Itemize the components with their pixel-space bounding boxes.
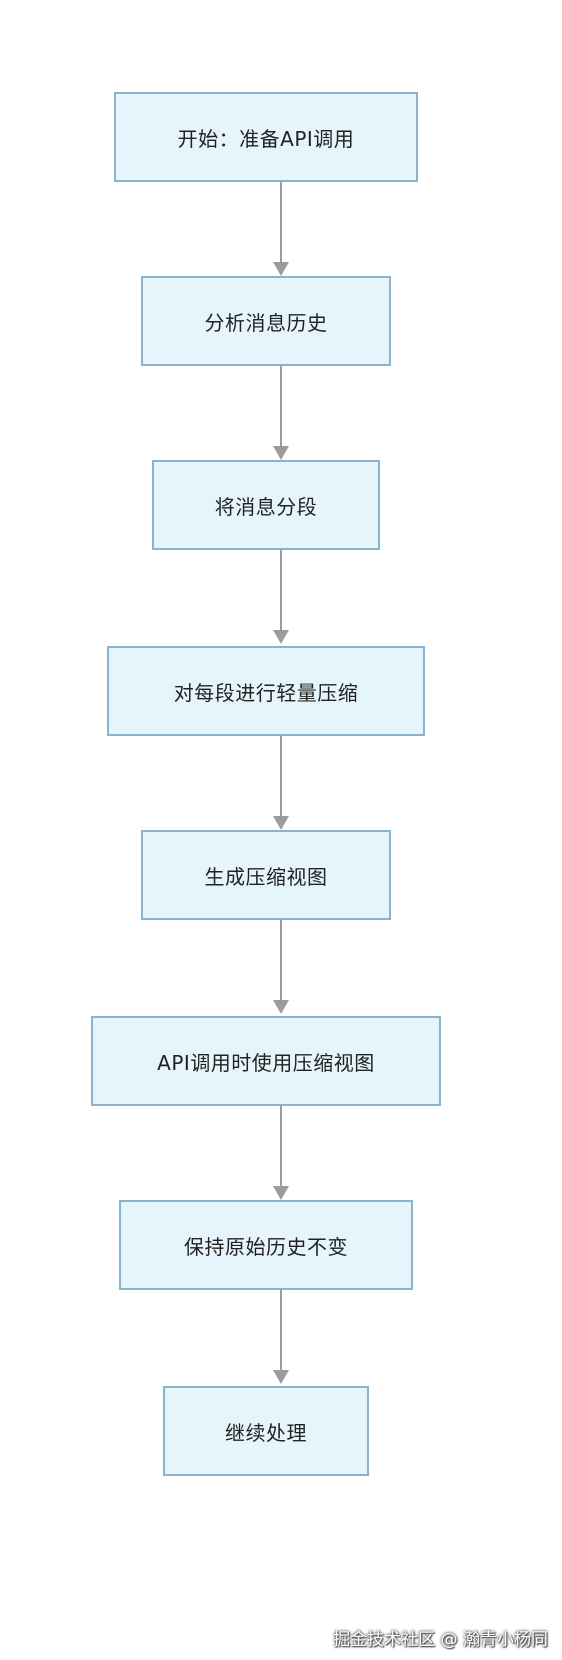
node-segment-messages: 将消息分段 xyxy=(152,460,380,550)
arrowhead-1-2 xyxy=(273,262,289,276)
node-use-compressed-view-in-api-call: API调用时使用压缩视图 xyxy=(91,1016,441,1106)
edge-6-7 xyxy=(280,1106,282,1188)
node-continue-processing: 继续处理 xyxy=(163,1386,369,1476)
edge-5-6 xyxy=(280,920,282,1002)
arrowhead-7-8 xyxy=(273,1370,289,1384)
arrowhead-2-3 xyxy=(273,446,289,460)
node-start-prepare-api-call: 开始：准备API调用 xyxy=(114,92,418,182)
arrowhead-3-4 xyxy=(273,630,289,644)
node-label: 开始：准备API调用 xyxy=(177,126,355,151)
node-label: 生成压缩视图 xyxy=(204,864,328,889)
edge-4-5 xyxy=(280,736,282,818)
arrowhead-5-6 xyxy=(273,1000,289,1014)
node-label: 分析消息历史 xyxy=(204,310,328,335)
node-label: API调用时使用压缩视图 xyxy=(157,1050,375,1075)
edge-3-4 xyxy=(280,550,282,632)
edge-2-3 xyxy=(280,366,282,448)
node-analyze-message-history: 分析消息历史 xyxy=(141,276,391,366)
node-label: 保持原始历史不变 xyxy=(184,1234,348,1259)
node-light-compress-each-segment: 对每段进行轻量压缩 xyxy=(107,646,425,736)
arrowhead-4-5 xyxy=(273,816,289,830)
node-label: 对每段进行轻量压缩 xyxy=(173,680,359,705)
edge-7-8 xyxy=(280,1290,282,1372)
node-label: 将消息分段 xyxy=(214,494,318,519)
edge-1-2 xyxy=(280,182,282,264)
node-generate-compressed-view: 生成压缩视图 xyxy=(141,830,391,920)
node-keep-original-history: 保持原始历史不变 xyxy=(119,1200,413,1290)
watermark: 掘金技术社区 @ 瀚青小杨同 xyxy=(333,1630,548,1650)
node-label: 继续处理 xyxy=(225,1420,307,1445)
arrowhead-6-7 xyxy=(273,1186,289,1200)
